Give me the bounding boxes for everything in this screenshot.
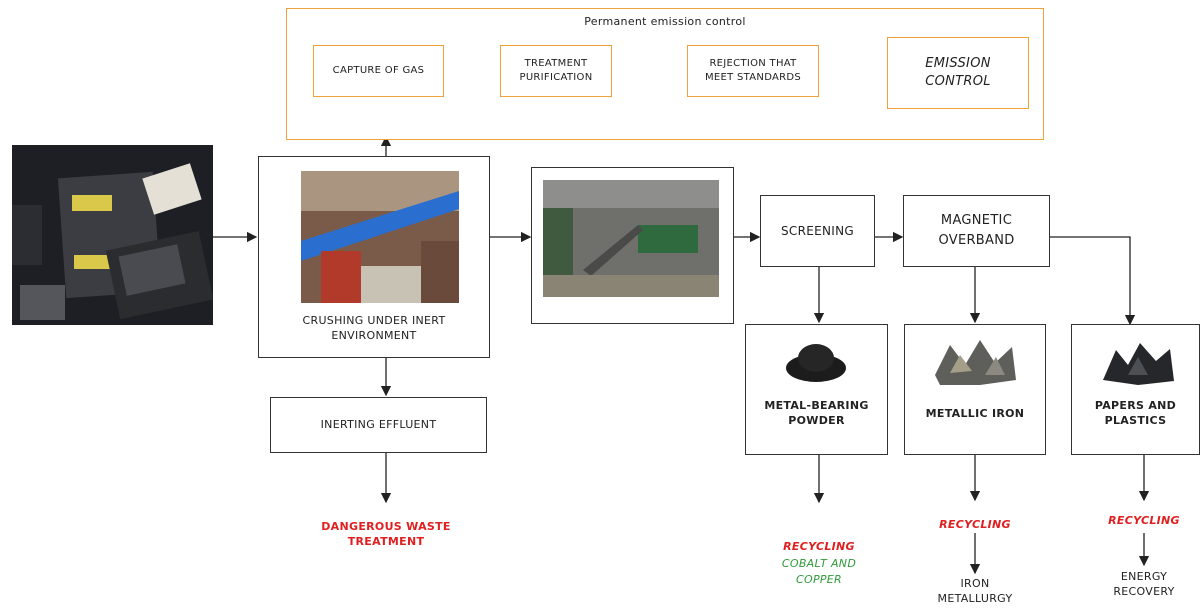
step-capture-of-gas: CAPTURE OF GAS	[313, 45, 444, 97]
iron-recycling-label: RECYCLING	[939, 518, 1011, 531]
cobalt-copper-label: COBALT AND COPPER	[781, 557, 857, 586]
iron-image	[935, 340, 1016, 385]
iron-photo	[930, 335, 1018, 387]
warehouse-photo	[543, 180, 719, 297]
crushing-label: CRUSHING UNDER INERT ENVIRONMENT	[302, 314, 446, 342]
step-treatment-purification: TREATMENT PURIFICATION	[500, 45, 612, 97]
inerting-effluent-box: INERTING EFFLUENT	[270, 397, 487, 453]
screening-box: SCREENING	[760, 195, 875, 267]
iron-label: METALLIC IRON	[925, 407, 1025, 420]
batteries-image	[12, 145, 213, 325]
energy-recovery-label: ENERGY RECOVERY	[1113, 570, 1175, 598]
crushing-image	[301, 171, 459, 303]
metallic-iron-box	[904, 324, 1046, 455]
magnetic-overband-box: MAGNETIC OVERBAND	[903, 195, 1050, 267]
powder-recycling-label: RECYCLING	[783, 540, 855, 553]
crushing-photo	[301, 171, 459, 303]
papers-plastics-box	[1071, 324, 1200, 455]
batteries-photo	[12, 145, 213, 325]
dangerous-waste-label: DANGEROUS WASTE TREATMENT	[321, 520, 451, 548]
emission-group-title: Permanent emission control	[584, 15, 746, 28]
step-emission-control: EMISSION CONTROL	[887, 37, 1029, 109]
iron-metallurgy-label: IRON METALLURGY	[937, 577, 1013, 605]
warehouse-image	[543, 180, 719, 297]
process-flow-arrows	[213, 135, 1150, 575]
powder-image	[786, 344, 846, 382]
papers-image	[1103, 343, 1174, 385]
papers-label: PAPERS AND PLASTICS	[1094, 399, 1177, 427]
papers-photo	[1098, 335, 1176, 385]
step-rejection-standards: REJECTION THAT MEET STANDARDS	[687, 45, 819, 97]
papers-recycling-label: RECYCLING	[1108, 514, 1180, 527]
powder-label: METAL-BEARING POWDER	[764, 399, 869, 427]
powder-photo	[785, 334, 847, 384]
